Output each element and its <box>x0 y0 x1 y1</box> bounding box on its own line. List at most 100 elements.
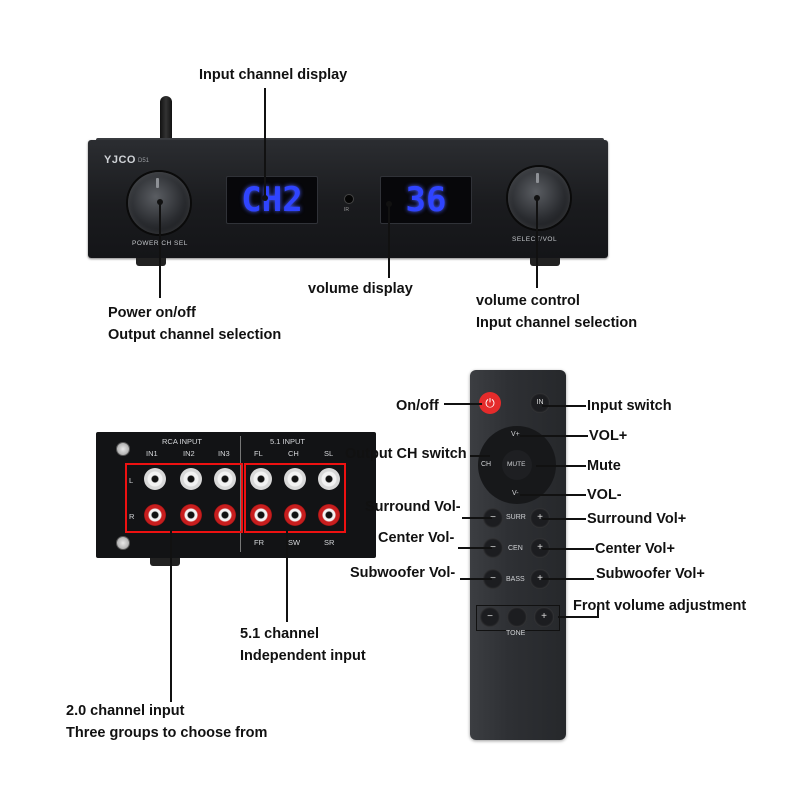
callout-line-volume-display <box>388 204 390 278</box>
remote-power-button[interactable]: ⏻ <box>479 392 501 414</box>
remote-tone-plus-button[interactable]: + <box>534 607 554 627</box>
rca-input-highlight <box>125 463 243 533</box>
callout-line-surround-minus <box>462 517 492 519</box>
callout-line-surround-plus <box>542 518 586 520</box>
rca-jack-in2-r[interactable] <box>180 504 202 526</box>
callout-line-mute <box>536 465 586 467</box>
callout-line-vol-minus <box>520 494 586 496</box>
callout-line-input-switch <box>542 405 586 407</box>
callout-dot <box>157 199 163 205</box>
callout-line-center-minus <box>458 547 492 549</box>
remote-cen-plus-button[interactable]: + <box>530 538 550 558</box>
rca-jack-fl[interactable] <box>250 468 272 490</box>
surr-label: SURR <box>506 514 526 521</box>
screw-icon <box>116 442 130 456</box>
input-channel-display: CH2 <box>226 176 318 224</box>
input-switch-label: Input switch <box>587 398 672 414</box>
rca-input-label: RCA INPUT <box>162 437 203 446</box>
front-volume-label: Front volume adjustment <box>573 598 747 614</box>
remote-input-button[interactable]: IN <box>530 393 550 413</box>
remote-mute-button[interactable] <box>502 450 532 480</box>
rca-jack-ch[interactable] <box>284 468 306 490</box>
power-callout-line2: Output channel selection <box>108 327 282 343</box>
mute-callout-label: Mute <box>587 458 621 474</box>
sub-minus-label: Subwoofer Vol- <box>350 565 456 581</box>
cen-label: CEN <box>508 545 523 552</box>
onoff-label: On/off <box>396 398 439 414</box>
surround-plus-label: Surround Vol+ <box>587 511 687 527</box>
rca-jack-sw[interactable] <box>284 504 306 526</box>
callout-line-vol-plus <box>520 435 588 437</box>
vol-minus-label: VOL- <box>587 487 622 503</box>
volume-display: 36 <box>380 176 472 224</box>
bass-label: BASS <box>506 576 525 583</box>
tone-label: TONE <box>506 630 526 637</box>
rca-jack-fr[interactable] <box>250 504 272 526</box>
input-51-highlight <box>244 463 346 533</box>
remote-cen-minus-button[interactable]: − <box>483 538 503 558</box>
center-minus-label: Center Vol- <box>378 530 455 546</box>
mute-label: MUTE <box>507 461 526 468</box>
row-r-label: R <box>129 512 135 521</box>
callout-line-front-volume-v <box>597 606 599 618</box>
rca-jack-in1-r[interactable] <box>144 504 166 526</box>
screw-icon <box>116 536 130 550</box>
sub-plus-label: Subwoofer Vol+ <box>596 566 705 582</box>
rca-jack-sl[interactable] <box>318 468 340 490</box>
callout-dot <box>534 195 540 201</box>
remote-vol-minus-button[interactable]: V- <box>512 490 519 497</box>
rca-jack-in1-l[interactable] <box>144 468 166 490</box>
fl-label: FL <box>254 449 263 458</box>
row-l-label: L <box>129 476 134 485</box>
fr-label: FR <box>254 538 264 547</box>
ir-label: IR <box>344 207 349 213</box>
remote-surr-plus-button[interactable]: + <box>530 508 550 528</box>
brand-logo: YJCO <box>104 154 136 166</box>
center-plus-label: Center Vol+ <box>595 541 675 557</box>
remote-ch-button[interactable]: CH <box>481 461 492 468</box>
ch51-callout-line2: Independent input <box>240 648 366 664</box>
callout-line-input-display <box>264 88 266 198</box>
in3-label: IN3 <box>218 449 230 458</box>
remote-bass-plus-button[interactable]: + <box>530 569 550 589</box>
in1-label: IN1 <box>146 449 158 458</box>
rca-jack-in3-l[interactable] <box>214 468 236 490</box>
callout-line-power <box>159 202 161 298</box>
rca-jack-sr[interactable] <box>318 504 340 526</box>
volume-display-label: volume display <box>308 281 413 297</box>
callout-dot <box>386 201 392 207</box>
callout-line-sub-plus <box>542 578 594 580</box>
surround-minus-label: Surround Vol- <box>365 499 461 515</box>
remote-surr-minus-button[interactable]: − <box>483 508 503 528</box>
sr-label: SR <box>324 538 335 547</box>
select-knob-label: SELECT/VOL <box>512 236 558 243</box>
amplifier-foot-left <box>136 258 166 266</box>
remote-vol-plus-button[interactable]: V+ <box>511 431 520 438</box>
model-label: D51 <box>138 158 150 164</box>
sl-label: SL <box>324 449 334 458</box>
remote-tone-middle-button[interactable] <box>507 607 527 627</box>
ch51-callout-line1: 5.1 channel <box>240 626 319 642</box>
rca-jack-in2-l[interactable] <box>180 468 202 490</box>
callout-line-sub-minus <box>460 578 492 580</box>
ch20-callout-line1: 2.0 channel input <box>66 703 185 719</box>
ir-receiver-icon <box>344 194 354 204</box>
ch-label: CH <box>288 449 299 458</box>
callout-dot <box>262 195 268 201</box>
volume-control-line2: Input channel selection <box>476 315 638 331</box>
input-51-label: 5.1 INPUT <box>270 437 306 446</box>
input-channel-display-label: Input channel display <box>199 67 348 83</box>
remote-bass-minus-button[interactable]: − <box>483 569 503 589</box>
rca-jack-in3-r[interactable] <box>214 504 236 526</box>
output-ch-switch-label: Output CH switch <box>345 446 467 462</box>
volume-control-line1: volume control <box>476 293 580 309</box>
callout-line-output-ch <box>470 455 490 457</box>
power-icon: ⏻ <box>485 396 495 410</box>
remote-tone-minus-button[interactable]: − <box>480 607 500 627</box>
rear-foot <box>150 558 180 566</box>
vol-plus-label: VOL+ <box>589 428 628 444</box>
callout-line-front-volume-h <box>558 616 598 618</box>
callout-line-center-plus <box>542 548 594 550</box>
tone-highlight <box>476 605 560 631</box>
antenna <box>160 96 172 142</box>
